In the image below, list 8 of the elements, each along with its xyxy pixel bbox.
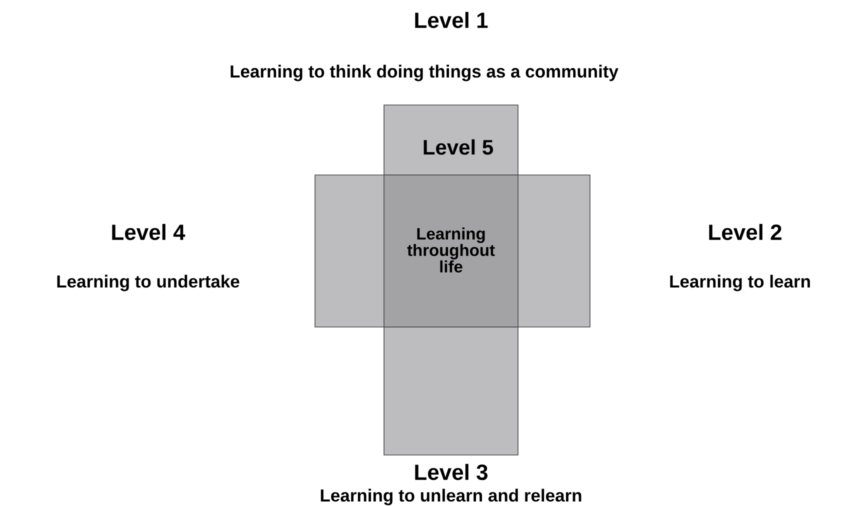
center-square: Learning throughout life [384, 174, 518, 328]
level-description: Learning to learn [670, 274, 810, 292]
level-description: Learning to think doing things as a community [230, 64, 618, 82]
level-description: Learning to unlearn and relearn [320, 488, 582, 506]
level-heading: Level 1 [415, 12, 488, 28]
level-description: Learning to undertake [57, 274, 240, 292]
level-heading: Level 2 [709, 224, 782, 240]
level-heading: Level 4 [112, 224, 186, 240]
